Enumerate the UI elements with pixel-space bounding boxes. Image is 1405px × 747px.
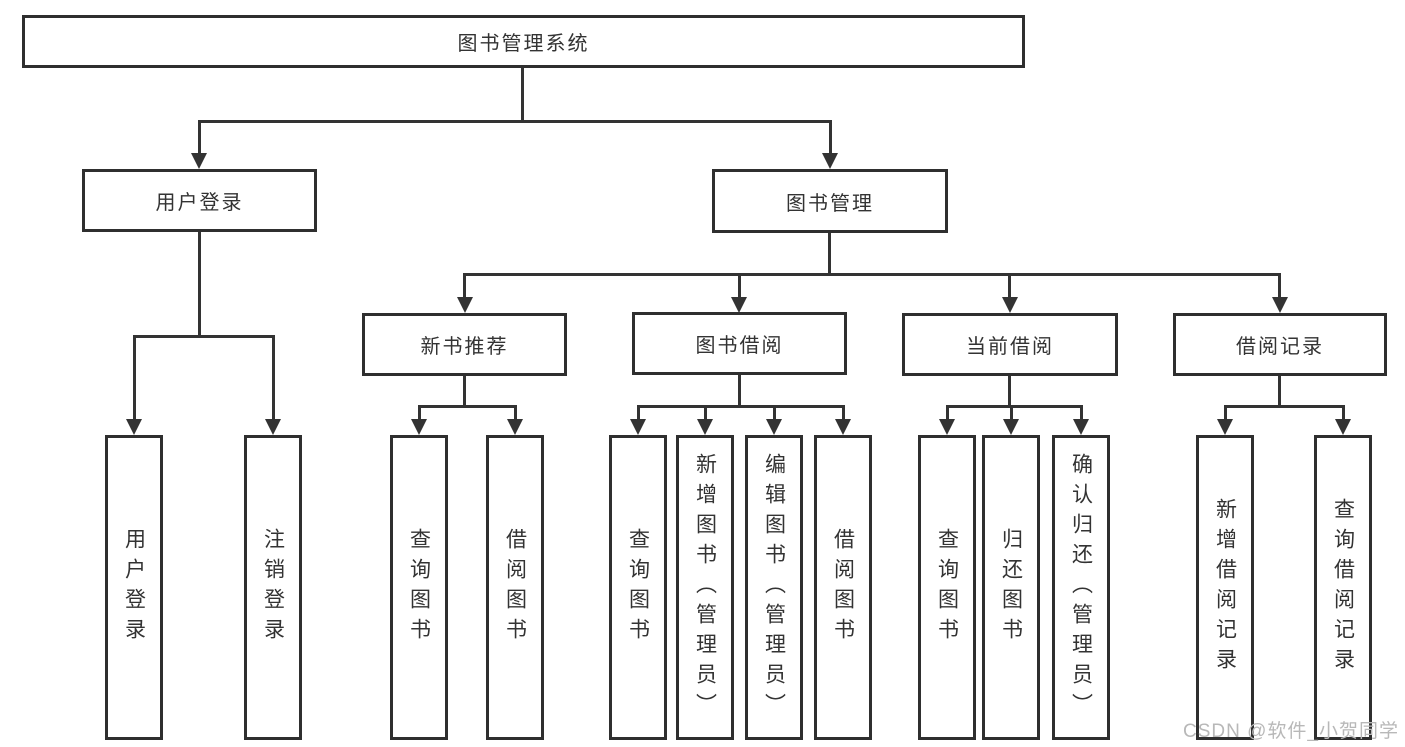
connector-line [1342, 405, 1345, 419]
leaf-label: 确认归还（管理员） [1069, 452, 1093, 723]
arrow-down-icon [457, 297, 473, 313]
connector-line [704, 405, 707, 419]
node-label: 新书推荐 [420, 336, 509, 358]
arrow-down-icon [265, 419, 281, 435]
watermark: CSDN @软件_小贺同学 [1183, 721, 1399, 742]
connector-line [418, 405, 421, 419]
connector-line [198, 120, 201, 154]
node-label: 当前借阅 [966, 336, 1054, 358]
leaf-confirm-return-admin: 确认归还（管理员） [1052, 435, 1110, 740]
leaf-label: 借阅图书 [831, 527, 855, 648]
arrow-down-icon [766, 419, 782, 435]
leaf-label: 归还图书 [999, 527, 1023, 648]
arrow-down-icon [939, 419, 955, 435]
leaf-user-login: 用户登录 [105, 435, 163, 740]
connector-line [1224, 405, 1345, 408]
node-label: 图书管理 [786, 192, 874, 215]
connector-line [738, 273, 741, 297]
node-system: 图书管理系统 [22, 15, 1025, 68]
leaf-edit-books-admin: 编辑图书（管理员） [745, 435, 803, 740]
connector-line [946, 405, 949, 419]
connector-line [1008, 376, 1011, 405]
node-current-borrowing: 当前借阅 [902, 313, 1118, 376]
connector-line [198, 120, 832, 123]
connector-line [198, 232, 201, 335]
arrow-down-icon [731, 297, 747, 313]
arrow-down-icon [630, 419, 646, 435]
leaf-query-books-borrowing: 查询图书 [609, 435, 667, 740]
leaf-add-books-admin: 新增图书（管理员） [676, 435, 734, 740]
node-borrow-records: 借阅记录 [1173, 313, 1387, 376]
leaf-label: 编辑图书（管理员） [762, 452, 786, 723]
connector-line [463, 273, 466, 297]
connector-line [829, 120, 832, 154]
connector-line [514, 405, 517, 419]
leaf-label: 新增图书（管理员） [693, 452, 717, 723]
leaf-query-borrow-record: 查询借阅记录 [1314, 435, 1372, 740]
connector-line [842, 405, 845, 419]
leaf-label: 新增借阅记录 [1213, 497, 1237, 678]
arrow-down-icon [1073, 419, 1089, 435]
node-new-book-recommend: 新书推荐 [362, 313, 567, 376]
node-user-login: 用户登录 [82, 169, 317, 232]
leaf-logout: 注销登录 [244, 435, 302, 740]
leaf-label: 查询图书 [935, 527, 959, 648]
node-label: 图书管理系统 [457, 33, 590, 55]
connector-line [1224, 405, 1227, 419]
connector-line [773, 405, 776, 419]
connector-line [946, 405, 1083, 408]
connector-line [272, 335, 275, 419]
leaf-label: 注销登录 [261, 527, 285, 648]
arrow-down-icon [835, 419, 851, 435]
connector-line [828, 233, 831, 273]
connector-line [1278, 376, 1281, 405]
node-label: 用户登录 [155, 192, 244, 214]
leaf-label: 查询图书 [626, 527, 650, 648]
arrow-down-icon [1002, 297, 1018, 313]
arrow-down-icon [1217, 419, 1233, 435]
leaf-return-books: 归还图书 [982, 435, 1040, 740]
leaf-label: 查询借阅记录 [1331, 497, 1355, 678]
node-book-management: 图书管理 [712, 169, 948, 233]
leaf-borrow-books-recommend: 借阅图书 [486, 435, 544, 740]
arrow-down-icon [411, 419, 427, 435]
arrow-down-icon [1272, 297, 1288, 313]
arrow-down-icon [507, 419, 523, 435]
connector-line [637, 405, 640, 419]
arrow-down-icon [1335, 419, 1351, 435]
leaf-label: 用户登录 [122, 527, 146, 648]
connector-line [1010, 405, 1013, 419]
connector-line [418, 405, 517, 408]
arrow-down-icon [822, 153, 838, 169]
leaf-label: 查询图书 [407, 527, 431, 648]
connector-line [1080, 405, 1083, 419]
connector-line [463, 273, 1281, 276]
arrow-down-icon [1003, 419, 1019, 435]
leaf-label: 借阅图书 [503, 527, 527, 648]
connector-line [133, 335, 136, 419]
connector-line [521, 68, 524, 120]
connector-line [1008, 273, 1011, 297]
leaf-query-books-current: 查询图书 [918, 435, 976, 740]
connector-line [637, 405, 845, 408]
arrow-down-icon [191, 153, 207, 169]
connector-line [1278, 273, 1281, 297]
connector-line [463, 376, 466, 405]
connector-line [133, 335, 275, 338]
leaf-add-borrow-record: 新增借阅记录 [1196, 435, 1254, 740]
node-label: 图书借阅 [695, 335, 784, 357]
leaf-query-books-recommend: 查询图书 [390, 435, 448, 740]
connector-line [738, 375, 741, 405]
leaf-borrow-books: 借阅图书 [814, 435, 872, 740]
node-book-borrowing: 图书借阅 [632, 312, 847, 375]
arrow-down-icon [697, 419, 713, 435]
arrow-down-icon [126, 419, 142, 435]
node-label: 借阅记录 [1236, 336, 1324, 358]
